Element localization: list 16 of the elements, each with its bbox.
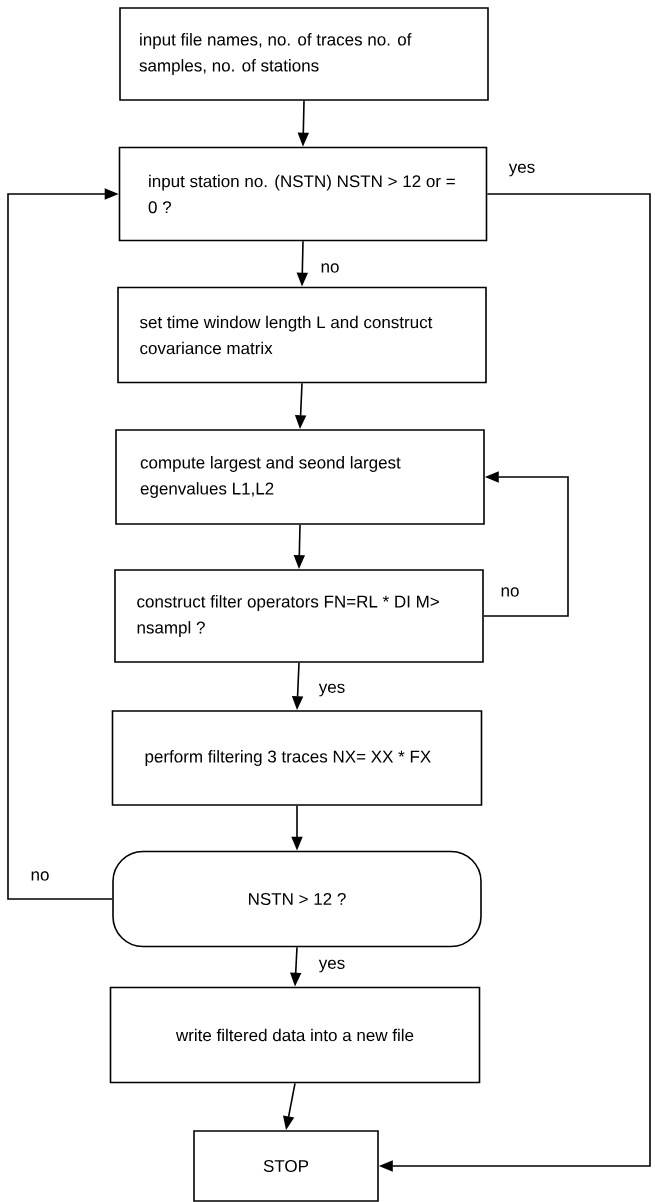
process-box: compute largest and seond largest egenvalues L1,L2 bbox=[115, 429, 485, 525]
edge-label: no bbox=[29, 870, 51, 882]
process-box: perform filtering 3 traces NX= XX * FX bbox=[111, 710, 483, 806]
process-box: write filtered data into a new file bbox=[109, 986, 481, 1084]
edge-label: yes bbox=[317, 958, 347, 974]
process-box: construct filter operators FN=RL * DI M> nsampl ? bbox=[114, 569, 484, 663]
process-box: input station no. (NSTN) NSTN > 12 or = 0 ? bbox=[118, 146, 488, 242]
edge-label: no bbox=[319, 262, 341, 274]
process-box: input file names, no. of traces no. of samples, no. of stations bbox=[119, 7, 489, 101]
arrow bbox=[483, 471, 569, 617]
process-box: set time window length L and construct covariance matrix bbox=[117, 286, 487, 384]
process-box: STOP bbox=[193, 1130, 379, 1202]
edge-label: yes bbox=[317, 682, 347, 698]
edge-label: yes bbox=[507, 162, 537, 178]
edge-label: no bbox=[499, 586, 521, 598]
decision-box: NSTN > 12 ? bbox=[112, 850, 482, 948]
